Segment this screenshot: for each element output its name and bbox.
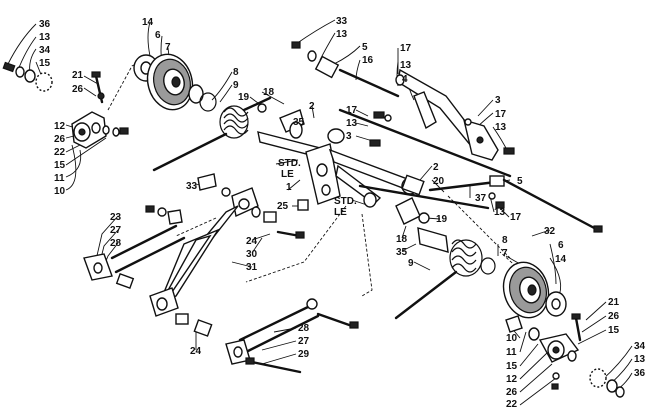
callout: 13 [494,207,506,218]
callout: 21 [72,70,84,81]
callout: 26 [506,387,518,398]
callout: 11 [54,173,65,184]
callout: 36 [634,368,646,379]
callout: 24 [246,236,258,247]
callout: 26 [72,84,84,95]
callout: 22 [54,147,66,158]
callout: 29 [298,349,310,360]
callout: 28 [110,238,122,249]
callout: 35 [396,247,408,258]
callout: 12 [54,121,66,132]
callout: 7 [502,248,508,259]
callout: 13 [495,122,507,133]
callout: 8 [502,235,508,246]
callout: 15 [608,325,620,336]
callout: 13 [400,60,412,71]
lower-left-rear-arm [83,205,186,289]
callout: 8 [233,67,239,78]
callout: 2 [433,162,439,173]
callout: 18 [396,234,408,245]
lower-right-axle-assembly [505,313,625,398]
callout: 13 [336,29,348,40]
callout: 36 [39,19,51,30]
callout: 31 [246,262,258,273]
callout: 15 [54,160,66,171]
callout: 37 [475,193,487,204]
callout: 17 [400,43,412,54]
callout: 19 [238,92,250,103]
callout: 3 [495,95,501,106]
callout: 13 [39,32,51,43]
callout: 3 [346,131,352,142]
right-lower-spring-and-wheel [394,197,567,320]
callout: 26 [54,134,66,145]
callout: 35 [293,117,305,128]
callout: 18 [263,87,275,98]
std-le-notes: STD. LE STD. LE [278,158,357,218]
callout: 15 [506,361,518,372]
callout: 20 [433,176,445,187]
callout: 19 [436,214,448,225]
callout: 30 [246,249,258,260]
callout: 7 [165,42,171,53]
callout: 13 [634,354,646,365]
callout: 2 [309,101,315,112]
callout: 9 [408,258,414,269]
callout: 17 [495,109,507,120]
callout: 1 [286,182,292,193]
callout: 17 [346,105,358,116]
callout: 5 [362,42,368,53]
callout: 25 [277,201,289,212]
callout: 13 [346,118,358,129]
callout: 21 [608,297,620,308]
callout: 10 [54,186,66,197]
lower-center-arm [175,298,359,374]
upper-left-torsion-spring [152,96,272,172]
note-std-lower: STD. [334,196,357,207]
callout: 11 [506,347,517,358]
callout: 22 [506,399,518,409]
shock-absorber [149,173,305,317]
callout: 17 [510,212,522,223]
callout: 12 [506,374,518,385]
callout: 27 [110,225,122,236]
callout: 10 [506,333,518,344]
leader-lines [7,19,633,406]
callout: 34 [39,45,51,56]
callout: 33 [186,181,198,192]
callout: 34 [634,341,646,352]
callout: 15 [39,58,51,69]
callout-labels: 36 13 34 15 21 26 14 6 7 8 9 19 12 26 22… [39,16,646,409]
callout: 32 [544,226,556,237]
callout: 5 [517,176,523,187]
callout: 33 [336,16,348,27]
callout: 24 [190,346,202,357]
callout: 14 [555,254,567,265]
callout: 6 [558,240,564,251]
callout: 23 [110,212,122,223]
callout: 4 [402,74,408,85]
callout: 27 [298,336,310,347]
note-std-upper: STD. [278,158,301,169]
callout: 26 [608,311,620,322]
upper-right-rail-linkage [291,41,515,178]
note-le-upper: LE [281,169,294,180]
callout: 14 [142,17,154,28]
right-middle-parts [358,174,603,233]
callout: 9 [233,80,239,91]
upper-left-axle-assembly [2,61,129,149]
note-le-lower: LE [334,207,347,218]
callout: 6 [155,30,161,41]
upper-left-idler-wheel [133,53,217,112]
callout: 16 [362,55,374,66]
callout: 28 [298,323,310,334]
cross-shaft-and-arms [257,109,419,211]
